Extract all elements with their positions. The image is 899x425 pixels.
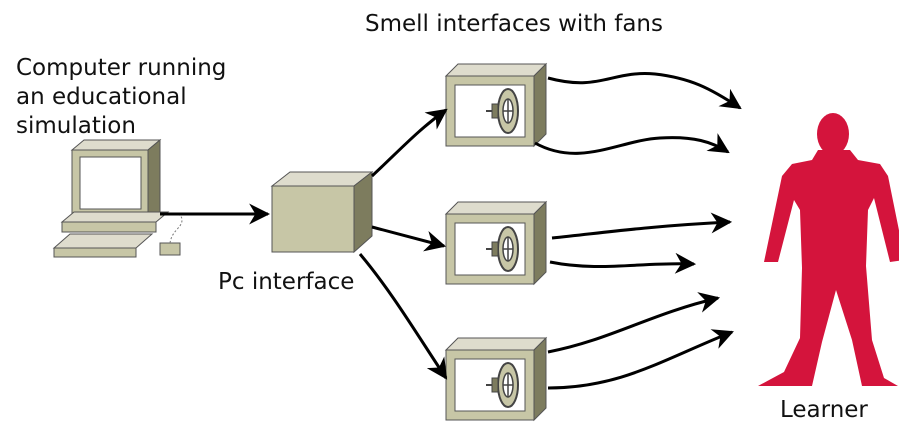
airflow-arrow [547,329,734,390]
computer-label: Computer running an educational simulati… [16,54,276,141]
fan-icon [445,201,547,285]
fan-icon [445,63,547,147]
fan-icon [445,337,547,421]
smell-interfaces-label: Smell interfaces with fans [365,11,663,37]
airflow-arrow [551,212,733,240]
computer-label-line-1: Computer running [16,55,227,81]
arrow-to-fan-2 [371,225,447,252]
connection-arrows [160,72,742,390]
interface-box-icon [270,170,374,254]
computer-label-line-3: simulation [16,113,136,139]
arrow-to-fan-1 [370,108,448,178]
pc-interface-label: Pc interface [218,269,355,295]
learner-label: Learner [780,397,868,423]
airflow-arrow [547,72,742,110]
airflow-arrow [549,252,697,274]
airflow-arrow [547,292,721,354]
computer-icon [52,138,183,258]
airflow-arrow [534,133,730,155]
person-icon [758,113,899,386]
arrow-to-fan-3 [358,253,448,380]
computer-label-line-2: an educational [16,84,187,110]
